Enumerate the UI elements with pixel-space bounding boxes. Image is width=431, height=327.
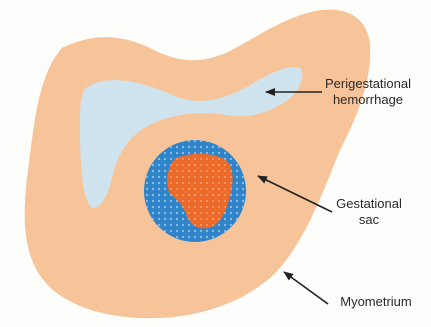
label-sac-line1: Gestational [328, 196, 410, 212]
label-myometrium: Myometrium [328, 294, 424, 310]
label-sac-line2: sac [328, 212, 410, 228]
gestational-sac [144, 140, 246, 242]
myometrium-pointer-arrow [284, 272, 328, 304]
label-hemorrhage-line2: hemorrhage [318, 92, 418, 108]
label-perigestational-hemorrhage: Perigestational hemorrhage [318, 76, 418, 108]
label-hemorrhage-line1: Perigestational [318, 76, 418, 92]
label-gestational-sac: Gestational sac [328, 196, 410, 228]
